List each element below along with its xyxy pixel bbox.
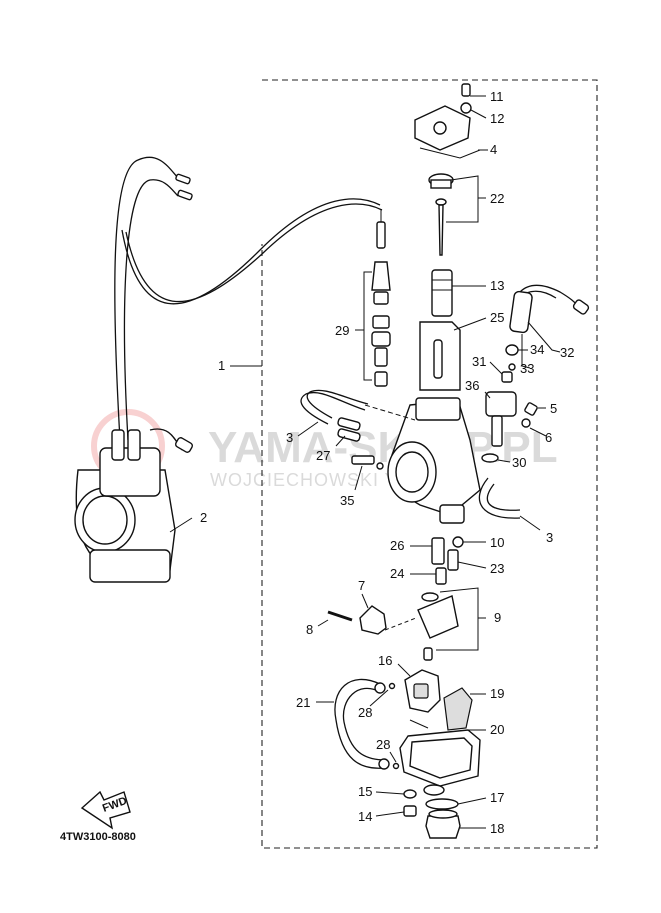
jet-needle-22: [428, 173, 486, 256]
assembly-frame: [261, 79, 598, 849]
o-ring-33: [508, 363, 516, 371]
callout-28-lower: 28: [376, 737, 390, 752]
part-code: 4TW3100-8080: [60, 831, 136, 843]
callout-8: 8: [306, 622, 313, 637]
callout-23: 23: [490, 561, 504, 576]
float-16: [397, 663, 441, 713]
callout-16: 16: [378, 653, 392, 668]
screw-14: [375, 805, 417, 817]
callout-34: 34: [530, 342, 544, 357]
callout-labels: 1 2 3 3 4 5 6 7 8 9 10 11 12 13 14 15 16…: [200, 89, 574, 836]
callout-35: 35: [340, 493, 354, 508]
hose-3-left: [297, 389, 369, 437]
throttle-plate-25: [419, 317, 487, 391]
gasket-17: [425, 797, 487, 810]
callout-14: 14: [358, 809, 372, 824]
callout-9: 9: [494, 610, 501, 625]
callout-33: 33: [520, 361, 534, 376]
fitting-27: [335, 417, 361, 447]
callout-6: 6: [545, 430, 552, 445]
pin-8: [317, 610, 353, 627]
callout-18: 18: [490, 821, 504, 836]
fwd-arrow-icon: FWD: [80, 790, 131, 830]
carb-top-cover: [414, 105, 488, 159]
sensor-36: [484, 391, 517, 447]
callout-11: 11: [490, 89, 504, 104]
clip-28-lower: [389, 751, 400, 770]
carburetor-body: [364, 397, 481, 524]
pilot-jet-23: [447, 549, 487, 571]
callout-13: 13: [490, 278, 504, 293]
callout-2: 2: [200, 510, 207, 525]
drain-plug-18: [425, 809, 486, 839]
callout-17: 17: [490, 790, 504, 805]
callout-24: 24: [390, 566, 404, 581]
callout-28-upper: 28: [358, 705, 372, 720]
screw-11: [461, 83, 486, 97]
callout-32: 32: [560, 345, 574, 360]
washer-12: [460, 102, 487, 119]
callout-29: 29: [335, 323, 349, 338]
callout-15: 15: [358, 784, 372, 799]
callout-21: 21: [296, 695, 310, 710]
drain-hose-21: [316, 678, 390, 770]
o-ring-34: [505, 344, 528, 356]
hose-3-right: [478, 477, 541, 531]
bolt-5: [524, 402, 546, 416]
screw-35: [351, 455, 384, 491]
callout-36: 36: [465, 378, 479, 393]
callout-27: 27: [316, 448, 330, 463]
washer-10: [452, 536, 486, 548]
callout-5: 5: [550, 401, 557, 416]
callout-1: 1: [218, 358, 225, 373]
callout-19: 19: [490, 686, 504, 701]
needle-jet-26: [410, 537, 445, 565]
throttle-valve-13: [431, 269, 486, 317]
float-19: [443, 687, 486, 731]
idle-screw-group-29: [355, 261, 391, 387]
callout-12: 12: [490, 111, 504, 126]
callout-26: 26: [390, 538, 404, 553]
screw-31: [489, 361, 513, 383]
throttle-sensor-32: [509, 284, 590, 369]
washer-6: [521, 418, 547, 437]
throttle-cable: [114, 156, 386, 441]
float-arm-7: [359, 593, 417, 635]
callout-3-left: 3: [286, 430, 293, 445]
callout-31: 31: [472, 354, 486, 369]
callout-20: 20: [490, 722, 504, 737]
callout-10: 10: [490, 535, 504, 550]
o-ring-30: [481, 453, 511, 463]
callout-22: 22: [490, 191, 504, 206]
callout-7: 7: [358, 578, 365, 593]
carburetor-assembly-overview: [74, 428, 194, 583]
float-valve-9: [417, 587, 486, 661]
callout-3-right: 3: [546, 530, 553, 545]
callout-30: 30: [512, 455, 526, 470]
callout-25: 25: [490, 310, 504, 325]
washer-15: [375, 789, 417, 799]
clip-28-upper: [369, 682, 396, 707]
float-bowl-20: [399, 719, 486, 796]
callout-4: 4: [490, 142, 497, 157]
main-jet-24: [410, 567, 447, 585]
